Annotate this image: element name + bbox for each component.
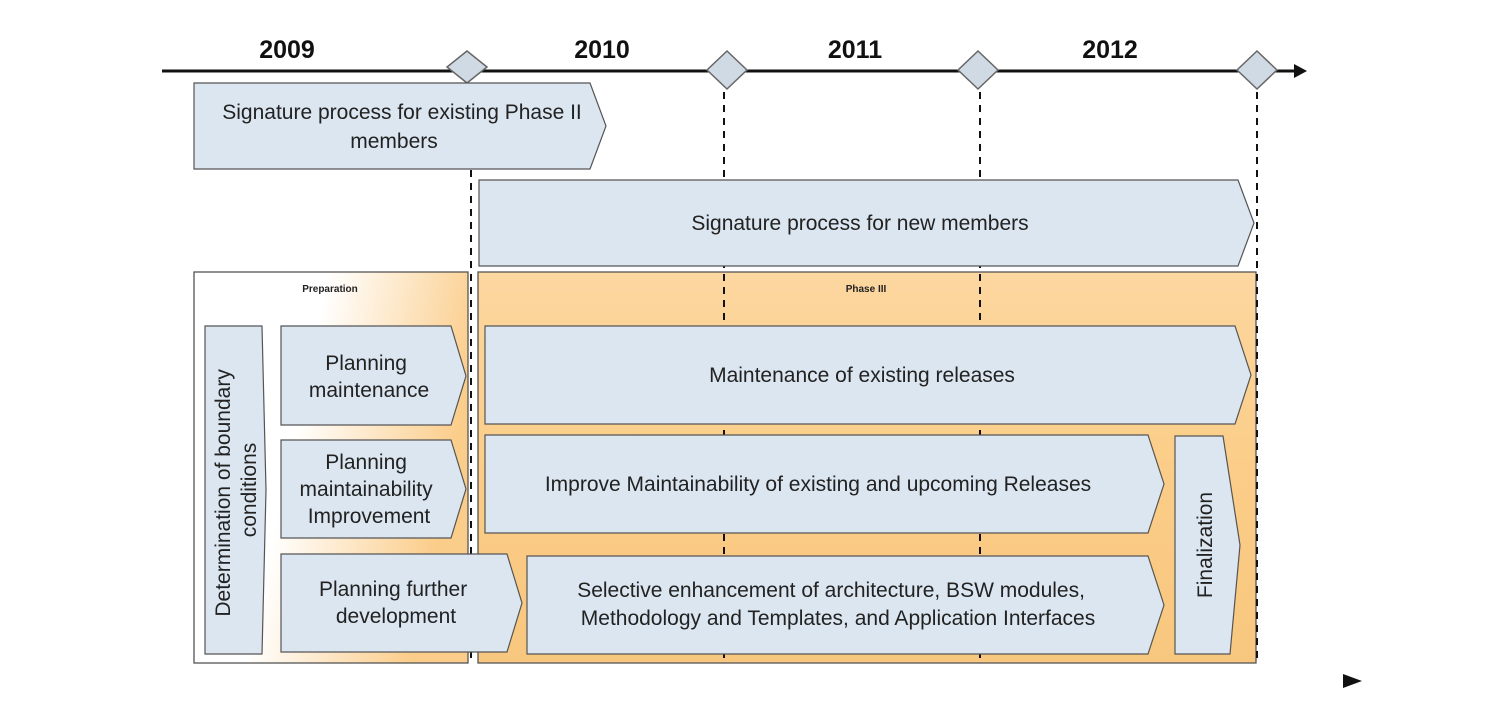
preparation-title: Preparation xyxy=(302,284,358,295)
planning-maintenance-label: Planning maintenance xyxy=(309,352,429,402)
planning-further-development-label: Planning further development xyxy=(319,578,473,628)
new-members-signature-label: Signature process for new members xyxy=(691,212,1028,235)
improve-maintainability-arrow xyxy=(484,434,1165,534)
phase2-signature-label-line2: members xyxy=(350,130,438,153)
phase3-title: Phase III xyxy=(846,284,887,295)
phase2-signature-arrow xyxy=(193,82,607,170)
new-members-signature-arrow xyxy=(478,179,1255,267)
timeline-arrowhead xyxy=(1294,64,1307,78)
milestone-diamond xyxy=(705,49,749,91)
maintenance-existing-releases-label: Maintenance of existing releases xyxy=(709,364,1015,387)
finalization-box xyxy=(1174,435,1241,655)
corner-arrowhead xyxy=(1343,674,1362,688)
planning-maintainability-arrow xyxy=(280,439,467,539)
planning-further-development-arrow xyxy=(280,553,523,653)
selective-enhancement-label: Selective enhancement of architecture, B… xyxy=(577,579,1095,630)
milestone-diamond xyxy=(445,50,489,84)
boundary-conditions-box xyxy=(204,325,267,655)
boundary-conditions-label: Determination of boundary conditions xyxy=(212,363,261,616)
finalization-label: Finalization xyxy=(1194,492,1217,598)
year-label-2009: 2009 xyxy=(259,36,315,64)
planning-maintainability-label: Planning maintainability Improvement xyxy=(300,451,439,528)
year-label-2010: 2010 xyxy=(574,36,630,64)
improve-maintainability-label: Improve Maintainability of existing and … xyxy=(545,473,1091,496)
selective-enhancement-arrow xyxy=(526,555,1165,655)
year-label-2012: 2012 xyxy=(1082,36,1138,64)
planning-maintenance-arrow xyxy=(280,325,467,426)
maintenance-existing-releases-arrow xyxy=(484,325,1252,425)
milestone-diamond xyxy=(956,49,1000,91)
milestone-diamond xyxy=(1235,49,1279,91)
year-label-2011: 2011 xyxy=(828,36,882,64)
phase2-signature-label: Signature process for existing Phase II xyxy=(222,101,582,124)
